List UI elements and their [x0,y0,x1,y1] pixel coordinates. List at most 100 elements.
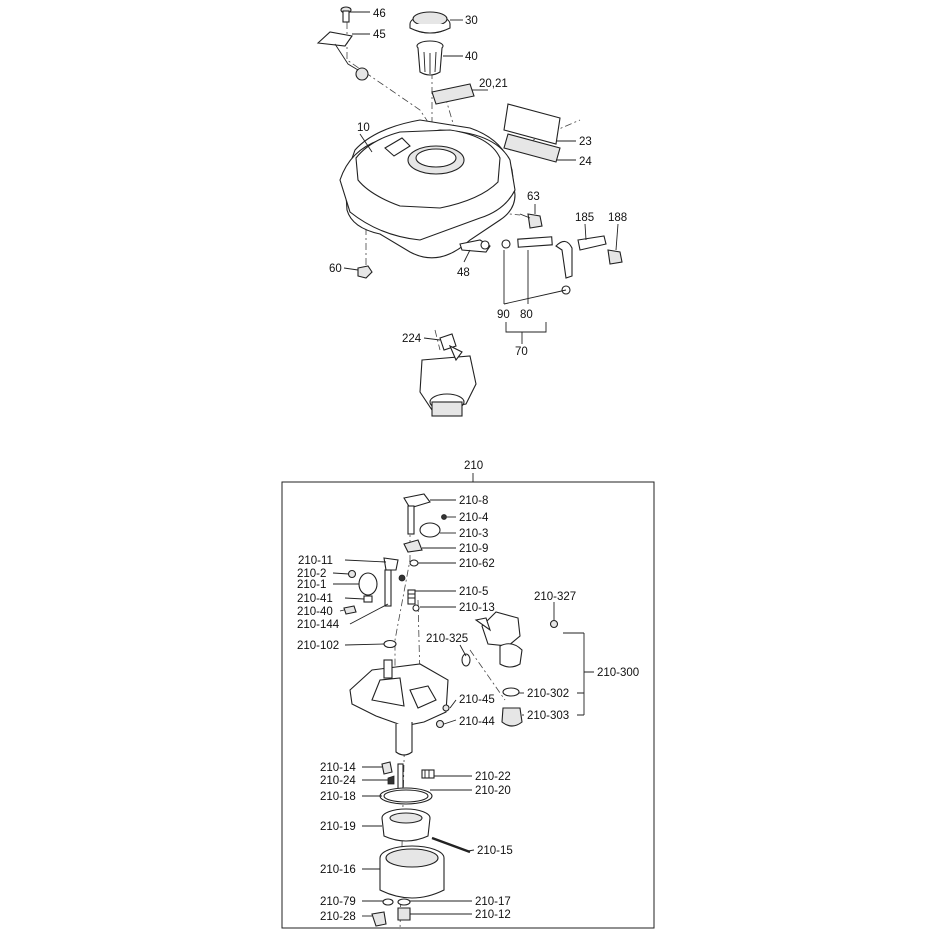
label-70: 70 [515,346,528,358]
part-48-fuel-cock[interactable] [459,239,491,253]
label-185: 185 [575,212,594,224]
label-210-41: 210-41 [297,593,333,605]
part-60-nut[interactable] [357,265,373,279]
part-210-14-seat[interactable] [381,761,393,775]
label-210-16: 210-16 [320,864,356,876]
label-210-45: 210-45 [459,694,495,706]
assembly-210-frame [281,481,655,929]
part-30-fuel-cap[interactable] [409,11,451,34]
part-185-clamp[interactable] [577,235,607,251]
label-210-5: 210-5 [459,586,488,598]
part-210-3-plate[interactable] [419,522,441,538]
label-210-1: 210-1 [297,579,326,591]
label-210-62: 210-62 [459,558,495,570]
part-210-24-clip[interactable] [387,775,395,785]
part-224-carburetor[interactable] [419,333,477,417]
label-224: 224 [402,333,422,345]
label-210-17: 210-17 [475,896,511,908]
label-24: 24 [579,156,592,168]
part-210-12-bolt[interactable] [397,907,411,921]
part-210-19-float[interactable] [381,808,431,842]
part-210-11-choke[interactable] [383,557,399,607]
part-210-40-screw[interactable] [343,605,357,615]
part-10-fuel-tank[interactable] [339,119,516,259]
label-45: 45 [373,29,386,41]
label-210-325: 210-325 [426,633,468,645]
label-210-40: 210-40 [297,606,333,618]
part-210-102-gasket[interactable] [383,639,397,649]
part-188-bolt[interactable] [607,249,623,265]
part-24-plate[interactable] [503,133,561,163]
part-210-41-spring[interactable] [363,595,373,603]
part-210-9-seal[interactable] [403,539,423,553]
label-90: 90 [497,309,510,321]
part-210-5-screw[interactable] [407,589,416,605]
label-46: 46 [373,8,386,20]
part-70-fuel-line[interactable] [501,236,573,295]
part-210-45-screw[interactable] [442,704,450,712]
part-210-13-spring[interactable] [412,604,420,612]
label-40: 40 [465,51,478,63]
gasket-inner [383,789,429,803]
label-63: 63 [527,191,540,203]
label-80: 80 [520,309,533,321]
label-60: 60 [329,263,342,275]
part-40-fuel-strainer[interactable] [416,40,444,76]
label-210: 210 [464,460,483,472]
label-210-9: 210-9 [459,543,488,555]
part-210-18-nozzle[interactable] [397,763,404,791]
part-210-22-spring[interactable] [421,769,435,779]
label-210-28: 210-28 [320,911,356,923]
part-210-8-shaft[interactable] [403,493,431,535]
label-210-8: 210-8 [459,495,488,507]
part-210-325-oring[interactable] [461,653,471,667]
part-23-plate[interactable] [503,103,561,145]
label-210-4: 210-4 [459,512,489,524]
label-210-20: 210-20 [475,785,511,797]
label-210-102: 210-102 [297,640,339,652]
part-210-300-assembly[interactable] [474,611,523,668]
label-48: 48 [457,267,470,279]
label-210-11: 210-11 [298,555,333,567]
part-210-15-pin[interactable] [431,836,471,854]
label-10: 10 [357,122,370,134]
part-210-303-bulb[interactable] [501,707,523,727]
part-210-44-screw[interactable] [435,719,445,729]
label-210-13: 210-13 [459,602,495,614]
label-210-15: 210-15 [477,845,513,857]
part-210-79-washer[interactable] [382,898,394,906]
part-210-16-float-bowl[interactable] [379,845,445,899]
label-210-14: 210-14 [320,762,356,774]
label-210-12: 210-12 [475,909,511,921]
part-46-bolt[interactable] [340,6,352,23]
label-210-3: 210-3 [459,528,488,540]
part-210-2-screw[interactable] [347,569,357,579]
part-20-21-label[interactable] [431,83,475,105]
part-45-fuel-gauge[interactable] [316,31,369,81]
part-210-1-plate[interactable] [358,572,378,596]
label-210-2: 210-2 [297,568,326,580]
label-210-327: 210-327 [534,591,576,603]
upper-leaders [343,11,619,344]
label-210-144: 210-144 [297,619,340,631]
label-210-302: 210-302 [527,688,569,700]
part-210-4-screw[interactable] [441,514,447,520]
carburetor-body[interactable] [349,659,449,756]
part-210-62-oring[interactable] [409,559,419,567]
fuel-tank-assembly [316,6,623,417]
label-210-303: 210-303 [527,710,569,722]
label-188: 188 [608,212,627,224]
part-210-17-washer[interactable] [397,898,411,906]
label-210-19: 210-19 [320,821,356,833]
part-210-1-spring [398,574,406,582]
label-210-79: 210-79 [320,896,356,908]
label-210-24: 210-24 [320,775,356,787]
carburetor-assembly [343,493,559,931]
label-210-18: 210-18 [320,791,356,803]
part-210-327-screw[interactable] [549,619,559,629]
part-63-bolt[interactable] [519,213,543,229]
part-210-302-oring[interactable] [502,687,520,697]
label-30: 30 [465,15,478,27]
part-210-28-drain[interactable] [371,911,387,927]
